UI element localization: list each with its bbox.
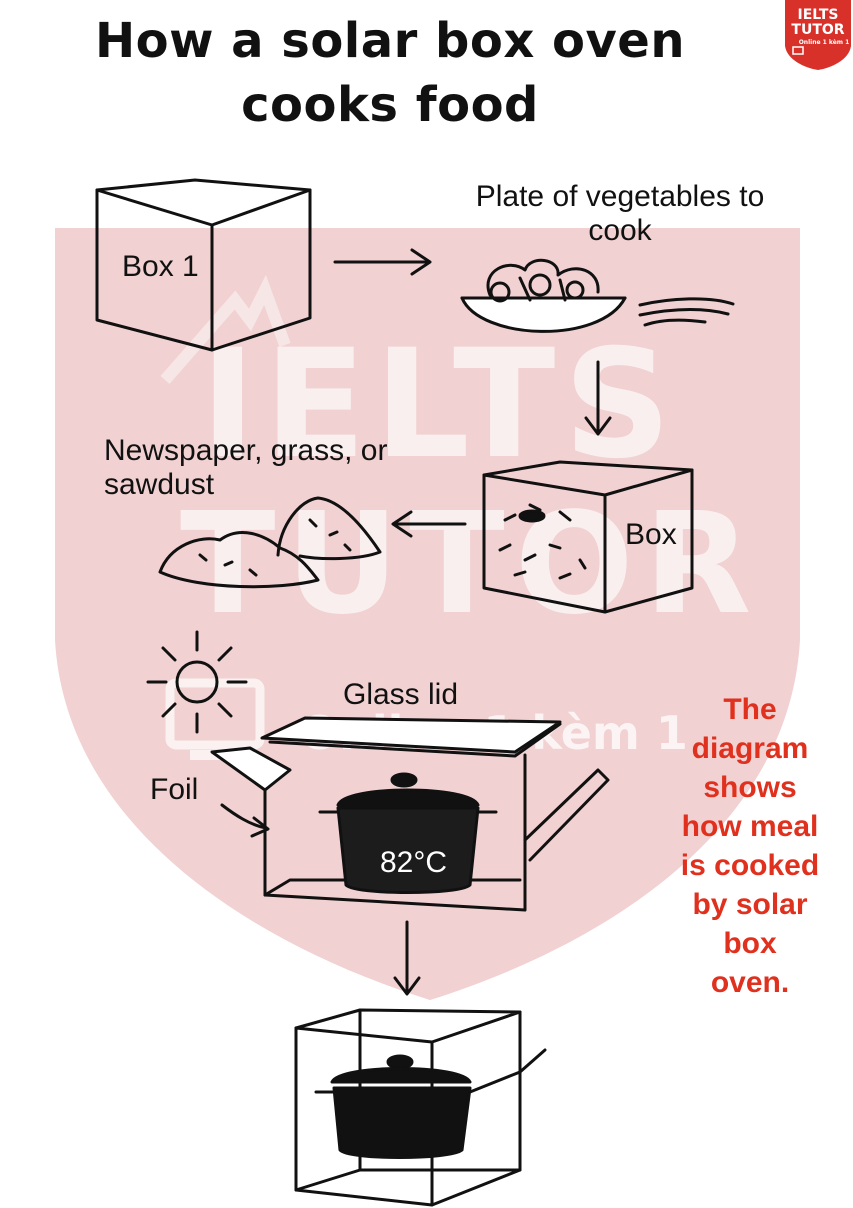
title-line-1: How a solar box oven: [94, 13, 686, 69]
badge-line-2: TUTOR: [791, 22, 845, 38]
arrow-down-icon-1: [584, 360, 612, 436]
box-1-icon: [95, 178, 312, 352]
diagram-title: How a solar box oven cooks food: [60, 12, 720, 134]
label-foil: Foil: [150, 773, 199, 806]
arrow-down-icon-2: [393, 920, 421, 996]
sun-icon: [146, 630, 248, 734]
label-box-1: Box 1: [122, 250, 199, 283]
label-glass-lid: Glass lid: [343, 678, 459, 711]
diagram-note: The diagram shows how meal is cooked by …: [680, 693, 820, 999]
straw-pile-icon: [158, 496, 382, 589]
solar-oven-icon: [210, 716, 610, 912]
bowl-icon: [460, 259, 627, 333]
arrow-left-icon: [391, 510, 467, 538]
ielts-tutor-badge: [785, 0, 851, 70]
watermark-ielts: IELTS: [200, 318, 680, 492]
badge-text: IELTS TUTOR Online 1 kèm 1: [783, 8, 853, 48]
title-line-2: cooks food: [241, 77, 539, 133]
watermark-tutor: TUTOR: [180, 483, 762, 646]
label-plate: Plate of vegetables to cook: [475, 180, 765, 247]
label-temperature: 82°C: [380, 846, 448, 879]
label-newspaper: Newspaper, grass, or sawdust: [104, 434, 388, 501]
badge-line-3: Online 1 kèm 1: [798, 39, 850, 46]
final-pot-icon: [314, 1048, 547, 1159]
badge-line-1: IELTS: [797, 7, 839, 23]
arrow-right-icon: [333, 248, 432, 276]
label-box: Box: [625, 518, 677, 551]
green-beans-icon: [638, 297, 735, 327]
box-icon: [482, 460, 694, 614]
